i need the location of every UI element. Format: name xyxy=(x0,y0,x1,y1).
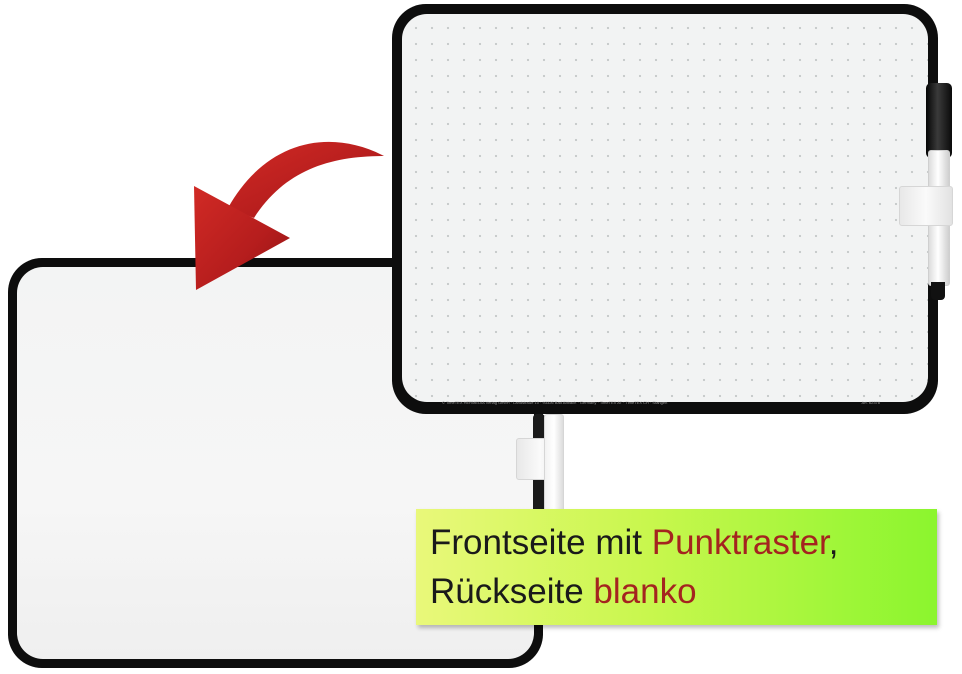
marker-pen-icon xyxy=(926,83,952,158)
caption-front-highlight: Punktraster xyxy=(651,523,829,562)
caption-back-label: Rückseite xyxy=(430,572,594,611)
board-article-code: Art. 62378 xyxy=(861,400,880,405)
caption-front-label: Frontseite mit xyxy=(430,523,652,562)
pen-clip-back-tab xyxy=(544,414,564,516)
arrow-body xyxy=(228,141,384,218)
caption-line-2: Rückseite blanko xyxy=(430,572,697,612)
caption-comma: , xyxy=(828,523,839,562)
caption-box: Frontseite mit Punktraster, Rückseite bl… xyxy=(416,509,937,625)
whiteboard-front-dotted: © TimeTEX HERMEDIA Verlag GmbH · Landstr… xyxy=(392,4,938,414)
pen-clip-front xyxy=(899,186,953,226)
board-imprint: © TimeTEX HERMEDIA Verlag GmbH · Landstr… xyxy=(442,400,668,405)
caption-line-1: Frontseite mit Punktraster, xyxy=(430,523,839,563)
dot-grid-surface: © TimeTEX HERMEDIA Verlag GmbH · Landstr… xyxy=(402,14,928,405)
marker-tip xyxy=(931,282,945,300)
caption-back-highlight: blanko xyxy=(593,572,697,611)
